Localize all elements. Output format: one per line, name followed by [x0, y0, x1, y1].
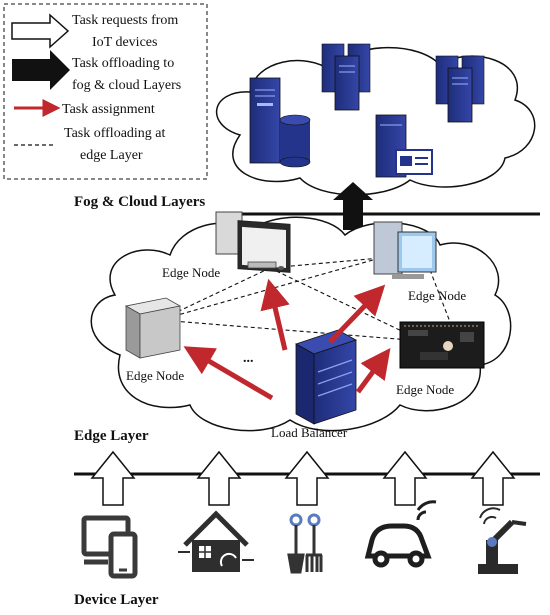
edge-node-desktop-icon	[215, 211, 291, 273]
offload-up-arrow	[333, 182, 373, 230]
cloud-server-1	[249, 77, 281, 164]
edge-layer-label: Edge Layer	[74, 428, 149, 444]
edge-node-label-mid-left: Edge Node	[126, 368, 184, 383]
svg-text:fog & cloud Layers: fog & cloud Layers	[72, 78, 181, 93]
load-balancer-server-icon	[295, 329, 357, 425]
legend-item-offload-l1: Task offloading to	[72, 56, 174, 71]
legend-item-edge-offload-l2: edge Layer	[80, 148, 143, 163]
svg-text:Task assignment: Task assignment	[62, 102, 155, 117]
fog-cloud-layer-label: Fog & Cloud Layers	[74, 194, 205, 210]
database-icon	[279, 114, 311, 168]
edge-node-workstation-icon	[373, 221, 437, 279]
task-assignment-arrows	[183, 278, 391, 401]
svg-text:Task requests from: Task requests from	[72, 13, 178, 28]
cloud-server-stack-1	[321, 43, 371, 111]
request-up-arrows	[90, 450, 516, 506]
hollow-arrow-icon	[11, 13, 70, 49]
svg-text:edge Layer: edge Layer	[80, 148, 143, 163]
legend-item-edge-offload-l1: Task offloading at	[64, 126, 166, 141]
cloud-server-stack-2	[435, 55, 485, 123]
legend-item-offload-l2: fog & cloud Layers	[72, 78, 181, 93]
connected-car-icon	[364, 500, 437, 568]
smart-home-icon	[178, 510, 254, 572]
load-balancer-label: Load Balancer	[271, 425, 348, 440]
tablet-phone-icon	[81, 515, 138, 579]
edge-node-board-icon	[399, 321, 485, 369]
robot-arm-icon	[478, 507, 527, 574]
solid-arrow-icon	[12, 50, 70, 90]
svg-text:IoT devices: IoT devices	[92, 35, 157, 50]
device-layer-label: Device Layer	[74, 592, 159, 608]
cloud-server-web	[375, 114, 433, 178]
svg-text:Task offloading to: Task offloading to	[72, 56, 174, 71]
legend-item-requests-l1: Task requests from	[72, 13, 178, 28]
edge-node-tower-icon	[124, 297, 182, 359]
svg-text:Task offloading at: Task offloading at	[64, 126, 166, 141]
legend-item-assign: Task assignment	[62, 102, 155, 117]
more-nodes-ellipsis: ...	[243, 351, 254, 366]
edge-node-label-top-left: Edge Node	[162, 265, 220, 280]
legend-item-requests-l2: IoT devices	[92, 35, 157, 50]
edge-node-label-top-right: Edge Node	[408, 288, 466, 303]
agriculture-tools-icon	[287, 513, 323, 574]
edge-node-label-mid-right: Edge Node	[396, 382, 454, 397]
legend-box: Task requests from IoT devices Task offl…	[3, 3, 208, 180]
